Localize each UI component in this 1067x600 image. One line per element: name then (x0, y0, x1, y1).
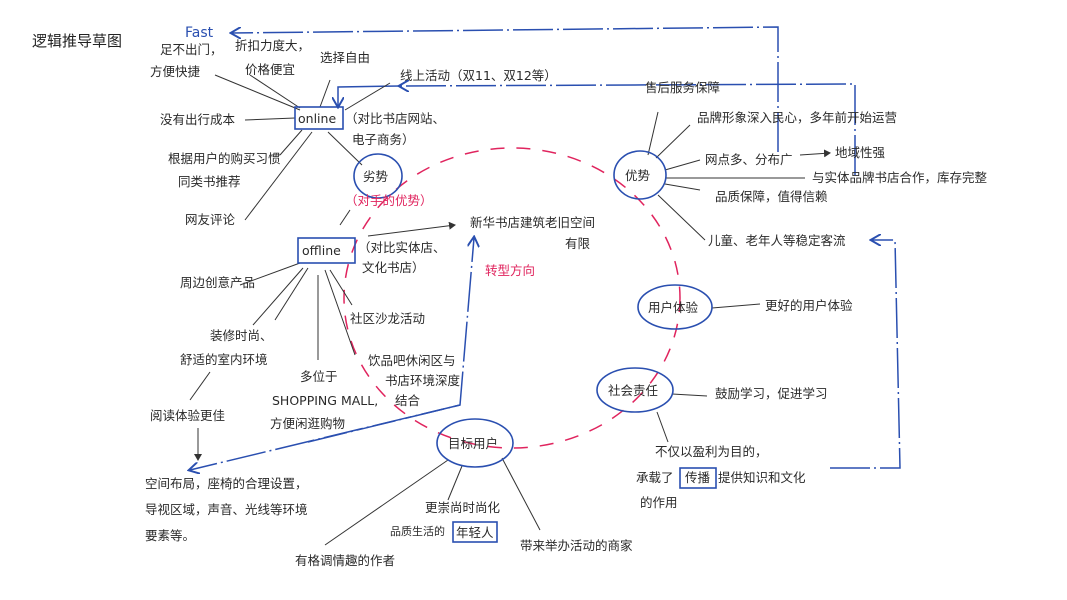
xinhua-note: 新华书店建筑老旧空间 (470, 215, 595, 230)
ux-node[interactable] (637, 284, 713, 330)
target-authors: 有格调情趣的作者 (295, 553, 395, 568)
strength-customers: 儿童、老年人等稳定客流 (708, 233, 846, 248)
strength-quality: 品质保障，值得信赖 (715, 189, 828, 204)
ux-label: 用户体验 (648, 300, 699, 315)
target-youth: 更崇尚时尚化 (425, 500, 501, 515)
offline-mall: 方便闲逛购物 (270, 416, 345, 431)
offline-layout: 要素等。 (145, 528, 195, 543)
red-dashed-cycle (343, 147, 681, 449)
offline-reading: 阅读体验更佳 (150, 408, 225, 423)
online-discount: 价格便宜 (245, 62, 295, 77)
online-events: 线上活动（双11、双12等） (400, 68, 557, 83)
online-recommend: 根据用户的购买习惯 (168, 151, 281, 166)
online-events-to-online-arrow (338, 85, 401, 106)
fast-arrow (232, 26, 779, 152)
offline-connectors (189, 262, 356, 461)
offline-note: （对比实体店、 (358, 240, 446, 255)
fast-label: Fast (185, 25, 214, 41)
right-loop-arrow (830, 240, 901, 469)
other-connectors (324, 303, 761, 546)
social-note: 不仅以盈利为目的， (655, 444, 768, 459)
offline-mall: SHOPPING MALL, (272, 393, 378, 408)
online-box[interactable] (294, 106, 344, 130)
social-note: 承载了 (636, 470, 674, 485)
spread-box (679, 467, 717, 489)
offline-box[interactable] (297, 237, 356, 264)
offline-decor: 装修时尚、 (210, 328, 273, 343)
social-node[interactable] (596, 367, 674, 413)
offline-decor: 舒适的室内环境 (180, 352, 268, 367)
weakness-node[interactable] (353, 153, 403, 199)
strength-brand: 品牌形象深入民心，多年前开始运营 (697, 110, 897, 125)
strength-regional: 地域性强 (835, 145, 886, 160)
transform-direction: 转型方向 (485, 263, 535, 278)
strength-after-sales: 售后服务保障 (645, 80, 720, 95)
target-label: 目标用户 (448, 436, 498, 451)
online-note: 电子商务） (352, 132, 415, 147)
strength-label: 优势 (625, 168, 651, 183)
strength-many: 网点多、分布广 (705, 152, 793, 167)
offline-mall: 多位于 (300, 369, 338, 384)
offline-creative: 周边创意产品 (180, 275, 255, 290)
offline-note: 文化书店） (362, 260, 425, 275)
online-recommend: 同类书推荐 (178, 174, 241, 189)
social-note: 提供知识和文化 (718, 470, 806, 485)
offline-layout: 导视区域，声音、光线等环境 (145, 502, 308, 517)
social-branch: 鼓励学习，促进学习 (715, 386, 828, 401)
online-events-arrow (400, 84, 856, 175)
offline-layout: 空间布局，座椅的合理设置， (145, 476, 308, 491)
offline-cafe: 结合 (395, 393, 421, 408)
social-note: 的作用 (640, 495, 678, 510)
layout-arrow (190, 404, 461, 470)
strength-connectors (647, 111, 831, 241)
offline-cafe: 书店环境深度 (385, 373, 461, 388)
online-note: （对比书店网站、 (345, 111, 445, 126)
offline-cafe: 饮品吧休闲区与 (368, 353, 456, 368)
youth-box (452, 521, 498, 543)
ux-branch: 更好的用户体验 (765, 298, 853, 313)
xinhua-note: 有限 (565, 236, 591, 251)
offline-salon: 社区沙龙活动 (350, 311, 425, 326)
offline-label: offline (302, 243, 341, 258)
target-youth: 品质生活的 (390, 524, 445, 538)
online-label: online (298, 111, 336, 126)
online-connectors (214, 74, 456, 237)
online-reviews: 网友评论 (185, 212, 236, 227)
page-title: 逻辑推导草图 (32, 32, 123, 50)
strength-node[interactable] (613, 150, 667, 200)
online-discount: 折扣力度大， (235, 38, 310, 53)
target-merchants: 带来举办活动的商家 (520, 538, 633, 553)
target-youth: 年轻人 (456, 525, 494, 540)
online-convenient: 足不出门， (160, 42, 223, 57)
weakness-label: 劣势 (363, 169, 389, 184)
online-free-choice: 选择自由 (320, 50, 370, 65)
online-no-travel: 没有出行成本 (160, 112, 236, 127)
strength-partner: 与实体品牌书店合作，库存完整 (812, 170, 988, 185)
social-label: 社会责任 (608, 383, 658, 398)
target-node[interactable] (436, 418, 514, 468)
online-convenient: 方便快捷 (150, 64, 201, 79)
social-note: 传播 (685, 470, 711, 485)
weakness-note: （对手的优势） (345, 193, 433, 208)
